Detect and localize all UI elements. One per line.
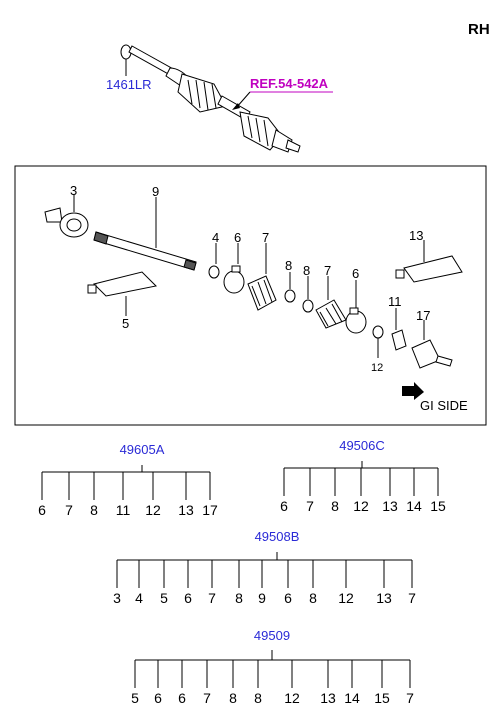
boot-clamp-drawing [223, 270, 245, 294]
kit-code-link[interactable]: 49506C [339, 438, 385, 453]
small-clamp-drawing [284, 289, 296, 303]
kit-item-number: 9 [258, 590, 266, 606]
inner-boot-drawing [315, 299, 347, 329]
grease-tube-left-drawing [93, 271, 158, 297]
kit-item-number: 8 [254, 690, 262, 706]
kit-item-number: 13 [320, 690, 336, 706]
side-label: RH [468, 21, 490, 38]
outer-cv-joint-drawing [44, 207, 63, 223]
callout-3: 3 [70, 183, 77, 198]
kit-item-number: 12 [338, 590, 354, 606]
gi-side-arrow-icon [402, 382, 424, 400]
gi-side-label: GI SIDE [420, 398, 468, 413]
kit-item-number: 6 [184, 590, 192, 606]
kit-item-number: 6 [154, 690, 162, 706]
kit-item-number: 6 [284, 590, 292, 606]
kit-code-link[interactable]: 49509 [254, 628, 290, 643]
callout-8: 8 [285, 258, 292, 273]
kit-code-link[interactable]: 49605A [120, 442, 165, 457]
kit-item-number: 6 [178, 690, 186, 706]
kit-item-number: 8 [90, 502, 98, 518]
kit-item-number: 8 [331, 498, 339, 514]
kit-item-number: 15 [430, 498, 446, 514]
drive-shaft-assembly-drawing [120, 44, 301, 153]
callout-7b: 7 [324, 263, 331, 278]
kit-item-number: 6 [280, 498, 288, 514]
ref-1461lr-link[interactable]: 1461LR [106, 77, 152, 92]
callout-7: 7 [262, 230, 269, 245]
callout-13: 13 [409, 228, 423, 243]
kit-item-number: 12 [353, 498, 369, 514]
callout-6b: 6 [352, 266, 359, 281]
kit-item-number: 7 [306, 498, 314, 514]
callout-12: 12 [371, 362, 383, 374]
kit-item-number: 4 [135, 590, 143, 606]
kit-code-link[interactable]: 49508B [255, 529, 300, 544]
kit-item-number: 7 [406, 690, 414, 706]
kit-item-number: 12 [145, 502, 161, 518]
kit-item-number: 14 [406, 498, 422, 514]
ref-54-542a-link[interactable]: REF.54-542A [250, 76, 329, 91]
kit-item-number: 12 [284, 690, 300, 706]
callout-11: 11 [388, 294, 402, 309]
callout-17: 17 [416, 308, 430, 323]
kit-item-number: 5 [160, 590, 168, 606]
kit-tree-49605a: 49605A 6 7 8 11 12 13 17 [38, 442, 218, 518]
kit-item-number: 7 [208, 590, 216, 606]
grease-tube-right-drawing [403, 255, 463, 283]
exploded-view-frame [14, 165, 487, 426]
kit-item-number: 6 [38, 502, 46, 518]
ring-drawing [372, 325, 384, 339]
kit-item-number: 11 [116, 502, 131, 518]
callout-5: 5 [122, 316, 129, 331]
callout-8b: 8 [303, 263, 310, 278]
kit-item-number: 13 [376, 590, 392, 606]
callout-9: 9 [152, 184, 159, 199]
shaft-drawing [93, 231, 197, 271]
kit-item-number: 7 [203, 690, 211, 706]
tripod-drawing [391, 329, 407, 351]
kit-item-number: 15 [374, 690, 390, 706]
kit-item-number: 8 [229, 690, 237, 706]
callout-6: 6 [234, 230, 241, 245]
inner-joint-drawing [411, 339, 441, 369]
kit-item-number: 17 [202, 502, 218, 518]
exploded-parts [44, 195, 463, 400]
kit-item-number: 7 [65, 502, 73, 518]
kit-item-number: 3 [113, 590, 121, 606]
kit-item-number: 8 [235, 590, 243, 606]
small-clamp-drawing-2 [302, 299, 314, 313]
kit-item-number: 8 [309, 590, 317, 606]
kit-item-number: 13 [382, 498, 398, 514]
snap-ring-drawing-4 [208, 265, 220, 279]
kit-item-number: 13 [178, 502, 194, 518]
kit-item-number: 5 [131, 690, 139, 706]
callout-4: 4 [212, 230, 219, 245]
kit-item-number: 7 [408, 590, 416, 606]
kit-item-number: 14 [344, 690, 360, 706]
kit-tree-49506c: 49506C 6 7 8 12 13 14 15 [280, 438, 446, 514]
